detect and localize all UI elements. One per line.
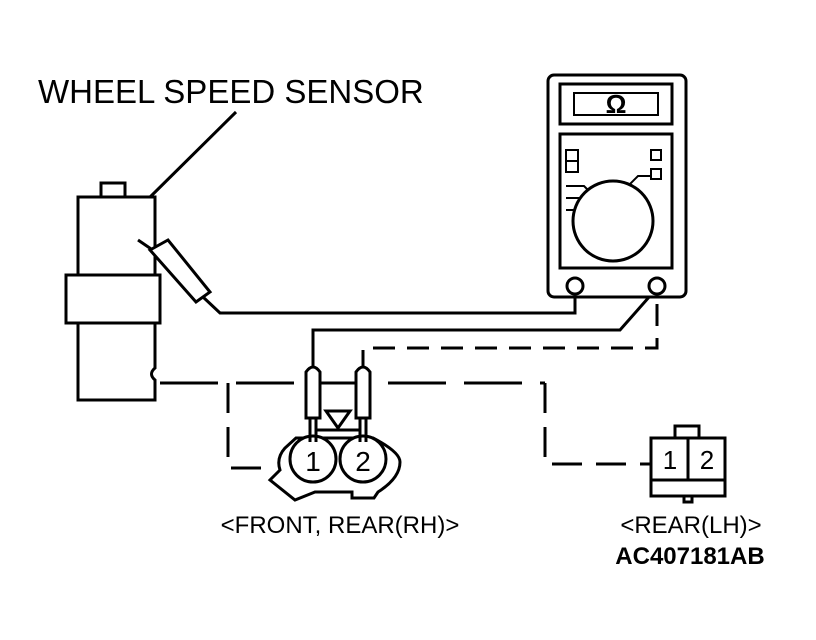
figure-id: AC407181AB (615, 543, 764, 570)
meter-jack-right (647, 276, 667, 296)
wheel-speed-sensor (64, 181, 162, 402)
signal-harness (160, 287, 659, 470)
dial-knob (571, 179, 655, 263)
multimeter: Ω (546, 73, 688, 299)
sensor-label: WHEEL SPEED SENSOR (38, 73, 424, 110)
ohm-symbol: Ω (606, 89, 627, 119)
sensor-leader-line (140, 110, 238, 207)
rear-pin-1: 1 (663, 445, 677, 475)
meter-jack-left (565, 276, 585, 296)
rear-lh-label: <REAR(LH)> (620, 512, 761, 539)
front-pin-2: 2 (355, 446, 371, 477)
connector-rear-lh (649, 424, 727, 504)
front-pin-1: 1 (305, 446, 321, 477)
connector-front-rear-rh (267, 365, 402, 502)
sensor-probe (137, 238, 577, 315)
rear-pin-2: 2 (700, 445, 714, 475)
front-rear-rh-label: <FRONT, REAR(RH)> (221, 512, 460, 539)
